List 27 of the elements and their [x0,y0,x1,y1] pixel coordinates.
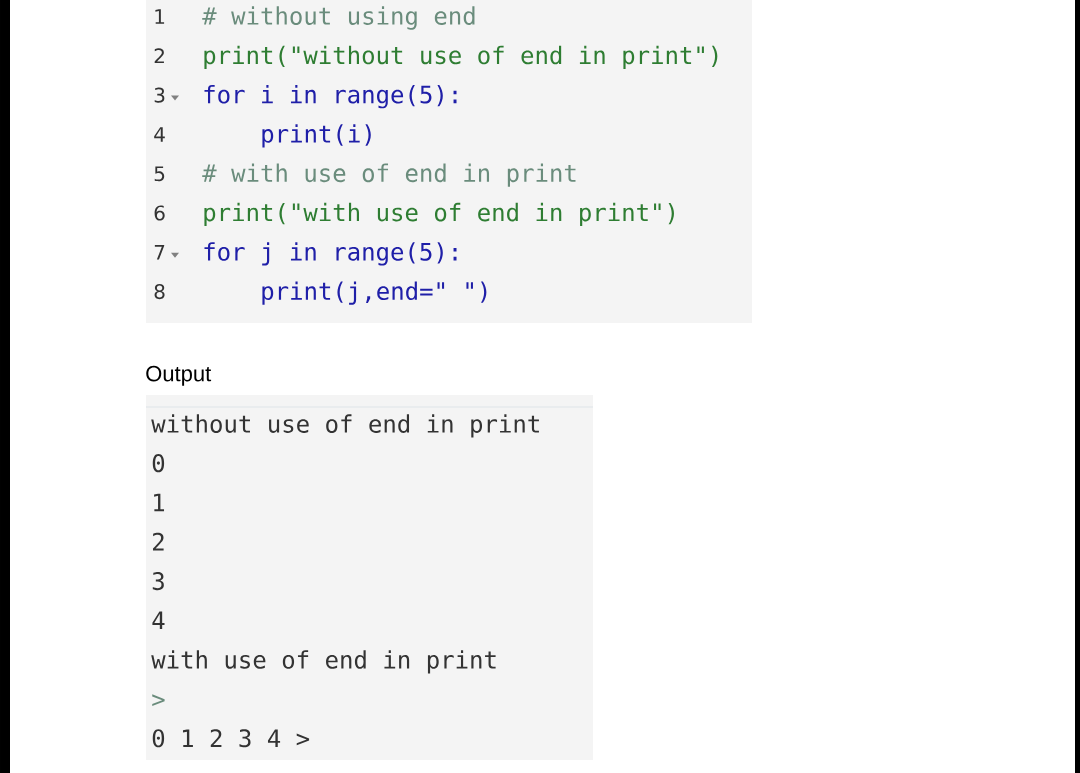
line-number: 7 [154,245,165,260]
code-line: print("with use of end in print") [204,202,674,227]
line-number: 6 [154,205,165,221]
line-number: 3 [154,87,165,103]
output-line: 4 [152,611,165,630]
code-line: for j in range(5): [204,242,457,266]
line-number: 1 [155,9,165,24]
line-number: 5 [154,166,165,182]
code-line: # with use of end in print [202,163,576,187]
code-line: # without using end [202,6,475,30]
output-line: with use of end in print [151,650,496,674]
output-heading: Output [146,365,212,386]
output-line: 0 1 2 3 4 > [152,729,310,748]
output-line: without use of end in print [151,414,539,438]
output-line: 0 [152,454,165,473]
code-line: print(j,end=" ") [262,281,487,305]
line-number: 4 [154,127,165,142]
line-number: 2 [154,48,164,64]
code-line: print("without use of end in print") [204,45,718,69]
output-line: 1 [154,493,164,512]
code-block [146,0,752,323]
code-line: for i in range(5): [204,84,457,109]
output-line: > [152,694,165,707]
output-line: 2 [153,532,164,551]
line-number: 8 [154,284,165,300]
output-line: 3 [152,572,164,591]
code-line: print(i) [262,124,371,148]
